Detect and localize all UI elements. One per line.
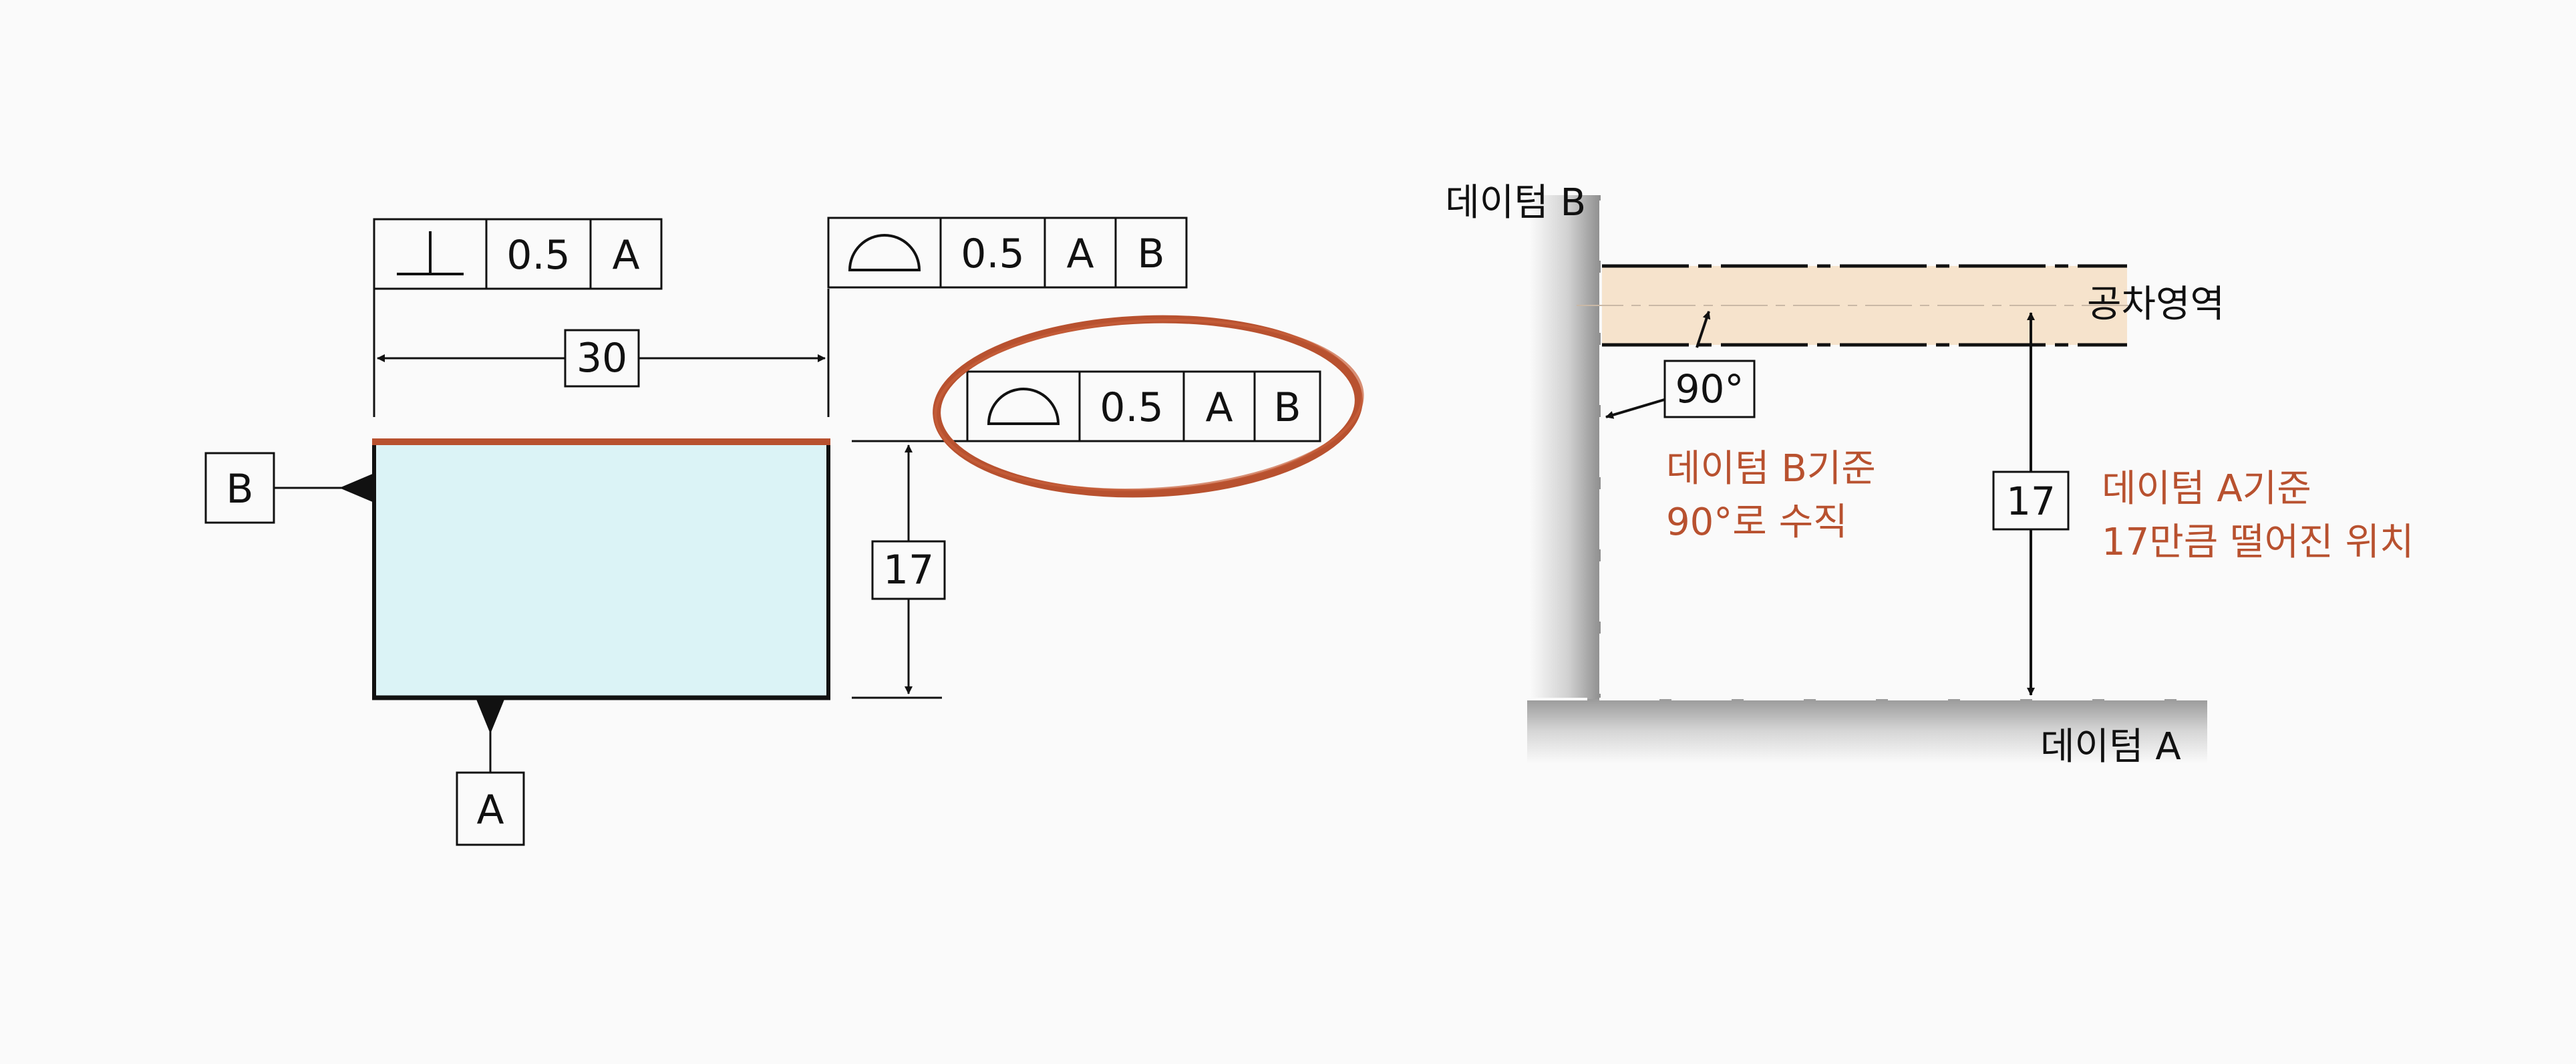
angle-box-value: 90° <box>1675 366 1744 412</box>
perpendicularity-icon <box>397 231 464 275</box>
angle-arrow-to-wall <box>1605 397 1669 419</box>
datum-a-symbol: A <box>456 698 525 846</box>
datum-a-letter: A <box>476 787 504 833</box>
fcf-profile-top: 0.5 A B <box>827 217 1188 289</box>
fcf-profile-circled-datum-a: A <box>1205 384 1233 431</box>
highlight-ellipse <box>933 315 1364 498</box>
dimension-box-height <box>871 540 946 600</box>
note-datum-a-line2: 17만큼 떨어진 위치 <box>2102 521 2414 564</box>
dimension-height-value: 17 <box>883 547 934 593</box>
fcf-profile-top-datum-a: A <box>1066 231 1094 277</box>
fcf-profile-circled-datum-b: B <box>1273 384 1301 431</box>
datum-b-wall <box>1530 195 1601 702</box>
note-datum-b-line2: 90°로 수직 <box>1666 501 1848 544</box>
fcf-profile-top-tolerance: 0.5 <box>961 231 1024 277</box>
tolerance-zone-label: 공차영역 <box>2087 283 2225 326</box>
fcf-perpendicularity-datum: A <box>612 232 639 279</box>
datum-a-label: 데이텀 A <box>2040 725 2181 769</box>
fcf-profile-circled: 0.5 A B <box>966 370 1321 442</box>
note-datum-a-line1: 데이텀 A기준 <box>2102 467 2311 511</box>
datum-a-floor <box>1527 699 2207 763</box>
fcf-perpendicularity-tolerance: 0.5 <box>506 232 570 279</box>
angle-leader <box>1696 311 1711 348</box>
datum-b-letter: B <box>226 466 253 513</box>
fcf-profile-circled-tolerance: 0.5 <box>1100 384 1163 431</box>
note-datum-b-line1: 데이텀 B기준 <box>1666 447 1876 491</box>
part-body <box>374 441 828 698</box>
profile-of-surface-icon <box>987 388 1060 425</box>
datum-b-symbol: B <box>204 452 374 524</box>
profile-of-surface-icon <box>848 234 921 271</box>
fcf-profile-top-datum-b: B <box>1137 231 1164 277</box>
fcf-perpendicularity: 0.5 A <box>373 218 663 290</box>
dimension-width-value: 30 <box>577 335 627 382</box>
dimension-box-width <box>564 329 640 388</box>
dimension-17-value: 17 <box>2006 479 2056 524</box>
datum-b-label: 데이텀 B <box>1445 181 1586 225</box>
dimension-box-17 <box>1992 471 2070 531</box>
angle-box <box>1663 360 1756 418</box>
